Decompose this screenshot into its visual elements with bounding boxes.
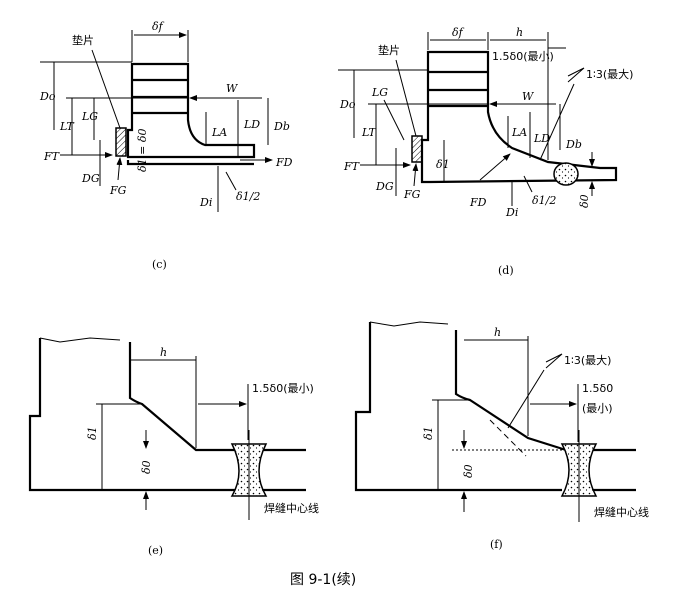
leader-line [507,369,545,429]
label-delta1: δ1 [436,158,450,171]
label-min-length: 1.5δ0(最小) [492,50,554,63]
label-LA: LA [211,126,227,139]
label-Di: Di [505,206,518,219]
label-h: h [160,346,167,359]
label-delta-f: δf [152,20,165,33]
label-Db: Db [565,138,582,151]
taper-symbol [567,67,585,83]
label-min-length-b: (最小) [582,402,613,415]
label-delta1: δ1 [86,426,99,440]
break-line-e [39,337,121,343]
leader-line [383,99,405,141]
label-LA: LA [511,126,527,139]
panel-label-c: (c) [152,258,167,271]
label-gasket: 垫片 [378,43,400,57]
label-LT: LT [59,120,75,133]
pipe-f [592,448,636,492]
label-weld-center: 焊缝中心线 [264,501,319,515]
leader-line [395,59,417,137]
gasket-c [115,127,127,157]
hub-profile-f [454,330,567,452]
panel-label-e: (e) [148,544,163,557]
break-line-f [369,321,449,327]
label-taper: 1∶3(最大) [586,67,633,81]
label-Do: Do [39,90,56,103]
force-arrow-FD [479,153,511,181]
label-min-length: 1.5δ0(最小) [252,382,314,395]
label-delta1-half: δ1/2 [236,190,260,203]
leader-line [539,83,575,161]
label-DG: DG [375,180,394,193]
leader-line [225,171,237,191]
label-FD: FD [469,196,487,209]
label-delta0: δ0 [462,464,475,478]
pipe-e [262,448,306,492]
panel-f: h 1∶3(最大) 1.5δ0 (最小) δ1 δ0 焊缝中心线 (f) [354,321,649,551]
force-arrow-FG [412,163,419,187]
label-Di: Di [199,196,212,209]
label-Db: Db [273,120,290,133]
panel-e: h 1.5δ0(最小) δ1 δ0 焊缝中心线 (e) [28,337,319,557]
label-delta1: δ1 [422,426,435,440]
panel-c: δf 垫片 Do LT LG W LA LD Db δ1 = δ0 FT FD … [39,20,293,271]
label-delta1-eq-delta0: δ1 = δ0 [136,129,149,172]
leader-line [91,49,121,129]
label-W: W [522,90,535,103]
label-LD: LD [243,118,260,131]
label-W: W [226,82,239,95]
label-min-length-a: 1.5δ0 [582,382,613,395]
label-DG: DG [81,172,100,185]
label-taper: 1∶3(最大) [564,353,611,367]
label-FD: FD [275,156,293,169]
force-arrow-FG [116,157,123,181]
label-FG: FG [109,184,127,197]
label-LD: LD [533,132,550,145]
label-Do: Do [339,98,356,111]
weld-d [553,162,579,186]
label-FT: FT [43,150,61,163]
label-weld-center: 焊缝中心线 [594,505,649,519]
label-LT: LT [361,126,377,139]
label-h: h [494,326,501,339]
label-FG: FG [403,188,421,201]
panel-label-d: (d) [498,264,514,277]
flange-body-d [420,50,618,184]
label-delta0: δ0 [578,194,591,208]
label-delta-f: δf [452,26,465,39]
label-LG: LG [371,86,388,99]
figure-caption: 图 9-1(续) [290,571,356,588]
flange-body-c [126,62,256,159]
label-FT: FT [343,160,361,173]
gasket-d [411,135,423,163]
label-h: h [516,26,523,39]
label-delta0: δ0 [140,460,153,474]
leader-line [523,175,533,193]
label-gasket: 垫片 [72,33,94,47]
label-LG: LG [81,110,98,123]
taper-symbol [545,353,563,369]
flange-left-f [354,322,562,492]
panel-d: δf h 1.5δ0(最小) 1∶3(最大) 垫片 Do LG LT W LA … [338,26,633,277]
flange-left-e [28,338,236,492]
panel-label-f: (f) [490,538,503,551]
label-delta1-half: δ1/2 [532,194,556,207]
pipe-wall-c [126,160,254,166]
